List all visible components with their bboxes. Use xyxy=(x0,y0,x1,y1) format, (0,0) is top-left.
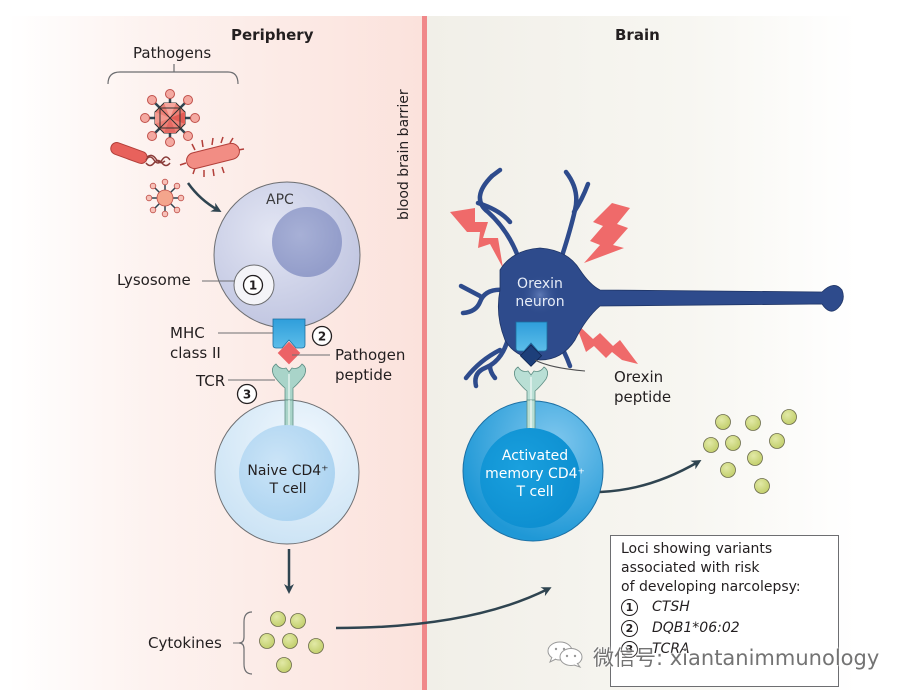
activated-cell-label: Activated memory CD4⁺ T cell xyxy=(470,447,600,501)
watermark: 微信号: xiantanimmunology xyxy=(545,640,879,673)
tcr-label: TCR xyxy=(196,372,226,390)
apc-label: APC xyxy=(266,192,294,208)
neuron-label: Orexin neuron xyxy=(500,275,580,311)
cytokine-particle xyxy=(276,657,292,673)
marker-3-icon: 3 xyxy=(236,383,258,405)
uptake-arrow xyxy=(186,182,222,212)
loci-heading-line1: Loci showing variants xyxy=(621,541,773,557)
loci-legend-box: Loci showing variants associated with ri… xyxy=(610,535,839,687)
neuron-label-line2: neuron xyxy=(515,294,565,310)
cytokine-cluster-brain xyxy=(703,409,797,494)
cytokine-particle xyxy=(754,478,770,494)
cytokines-label: Cytokines xyxy=(148,634,222,652)
blood-brain-barrier-label: blood brain barrier xyxy=(396,89,412,220)
cytokine-release-arrow xyxy=(599,459,702,494)
locus-item: 3 TCRA xyxy=(621,639,828,660)
bacterium-pili-icon xyxy=(179,136,245,177)
neuron-mhc-molecule xyxy=(515,321,548,352)
cytokine-particle xyxy=(747,450,763,466)
locus-gene: TCRA xyxy=(652,641,690,657)
lightning-bolt-icon xyxy=(450,208,503,268)
locus-number-badge: 2 xyxy=(621,620,638,637)
orexin-peptide-label-line1: Orexin xyxy=(614,368,664,386)
naive-cell-nucleus xyxy=(239,425,335,521)
wechat-icon xyxy=(545,640,585,673)
mhc-label-line2: class II xyxy=(170,344,221,362)
pathogen-peptide-label-line2: peptide xyxy=(335,366,393,384)
loci-heading-line3: of developing narcolepsy: xyxy=(621,579,801,595)
brain-title: Brain xyxy=(615,26,660,44)
mhc-label-line1: MHC xyxy=(170,324,205,342)
bacterium-flagellated-icon xyxy=(110,142,171,167)
locus-gene: DQB1*06:02 xyxy=(652,620,740,636)
locus-number-badge: 1 xyxy=(621,599,638,616)
blood-brain-barrier-line xyxy=(422,16,427,690)
pathogens-label: Pathogens xyxy=(133,44,212,62)
locus-number-badge: 3 xyxy=(621,641,638,658)
lysosome-label: Lysosome xyxy=(117,271,191,289)
pathogen-peptide-label-line1: Pathogen xyxy=(335,346,406,364)
cytokine-particle xyxy=(745,415,761,431)
periphery-panel xyxy=(8,16,424,690)
lightning-bolt-icon xyxy=(575,322,638,364)
activated-cell-nucleus xyxy=(480,428,580,528)
cytokine-particle xyxy=(769,433,785,449)
locus-gene: CTSH xyxy=(652,599,690,615)
virus-icon xyxy=(140,89,200,147)
cytokine-particle xyxy=(703,437,719,453)
orexin-peptide-leader xyxy=(534,359,586,372)
activated-cell-label-line1: Activated xyxy=(501,448,569,464)
activated-cell-label-line3: T cell xyxy=(516,484,554,500)
cytokine-particle xyxy=(290,613,306,629)
apc-nucleus xyxy=(272,207,342,277)
marker-2-icon: 2 xyxy=(311,325,333,347)
activated-cell-label-line2: memory CD4⁺ xyxy=(485,466,585,482)
loci-heading-line2: associated with risk xyxy=(621,560,760,576)
cytokine-particle xyxy=(781,409,797,425)
svg-text:2: 2 xyxy=(318,330,326,344)
damage-lightning-icons xyxy=(450,203,638,364)
virus-small-icon xyxy=(145,178,185,218)
lightning-bolt-icon xyxy=(584,203,630,263)
locus-item: 2 DQB1*06:02 xyxy=(621,618,828,639)
locus-item: 1 CTSH xyxy=(621,597,828,618)
cytokine-cluster-periphery xyxy=(259,611,324,673)
cytokine-particle xyxy=(725,435,741,451)
mhc-class-ii-molecule xyxy=(272,318,306,349)
naive-cell-label-line1: Naive CD4⁺ xyxy=(247,463,329,479)
cytokine-particle xyxy=(720,462,736,478)
naive-cell-label: Naive CD4⁺ T cell xyxy=(227,462,349,498)
marker-1-icon: 1 xyxy=(242,274,264,296)
cytokine-particle xyxy=(270,611,286,627)
orexin-peptide-label-line2: peptide xyxy=(614,388,672,406)
neuron-label-line1: Orexin xyxy=(517,276,563,292)
pathogen-peptide xyxy=(277,341,301,365)
watermark-text: 微信号: xiantanimmunology xyxy=(593,645,880,670)
cytokine-particle xyxy=(259,633,275,649)
periphery-title: Periphery xyxy=(231,26,314,44)
svg-text:3: 3 xyxy=(243,388,251,402)
naive-cell-label-line2: T cell xyxy=(269,481,307,497)
cytokine-particle xyxy=(715,414,731,430)
cytokine-particle xyxy=(282,633,298,649)
cytokine-particle xyxy=(308,638,324,654)
migration-arrow xyxy=(335,587,552,630)
svg-text:1: 1 xyxy=(249,279,257,293)
